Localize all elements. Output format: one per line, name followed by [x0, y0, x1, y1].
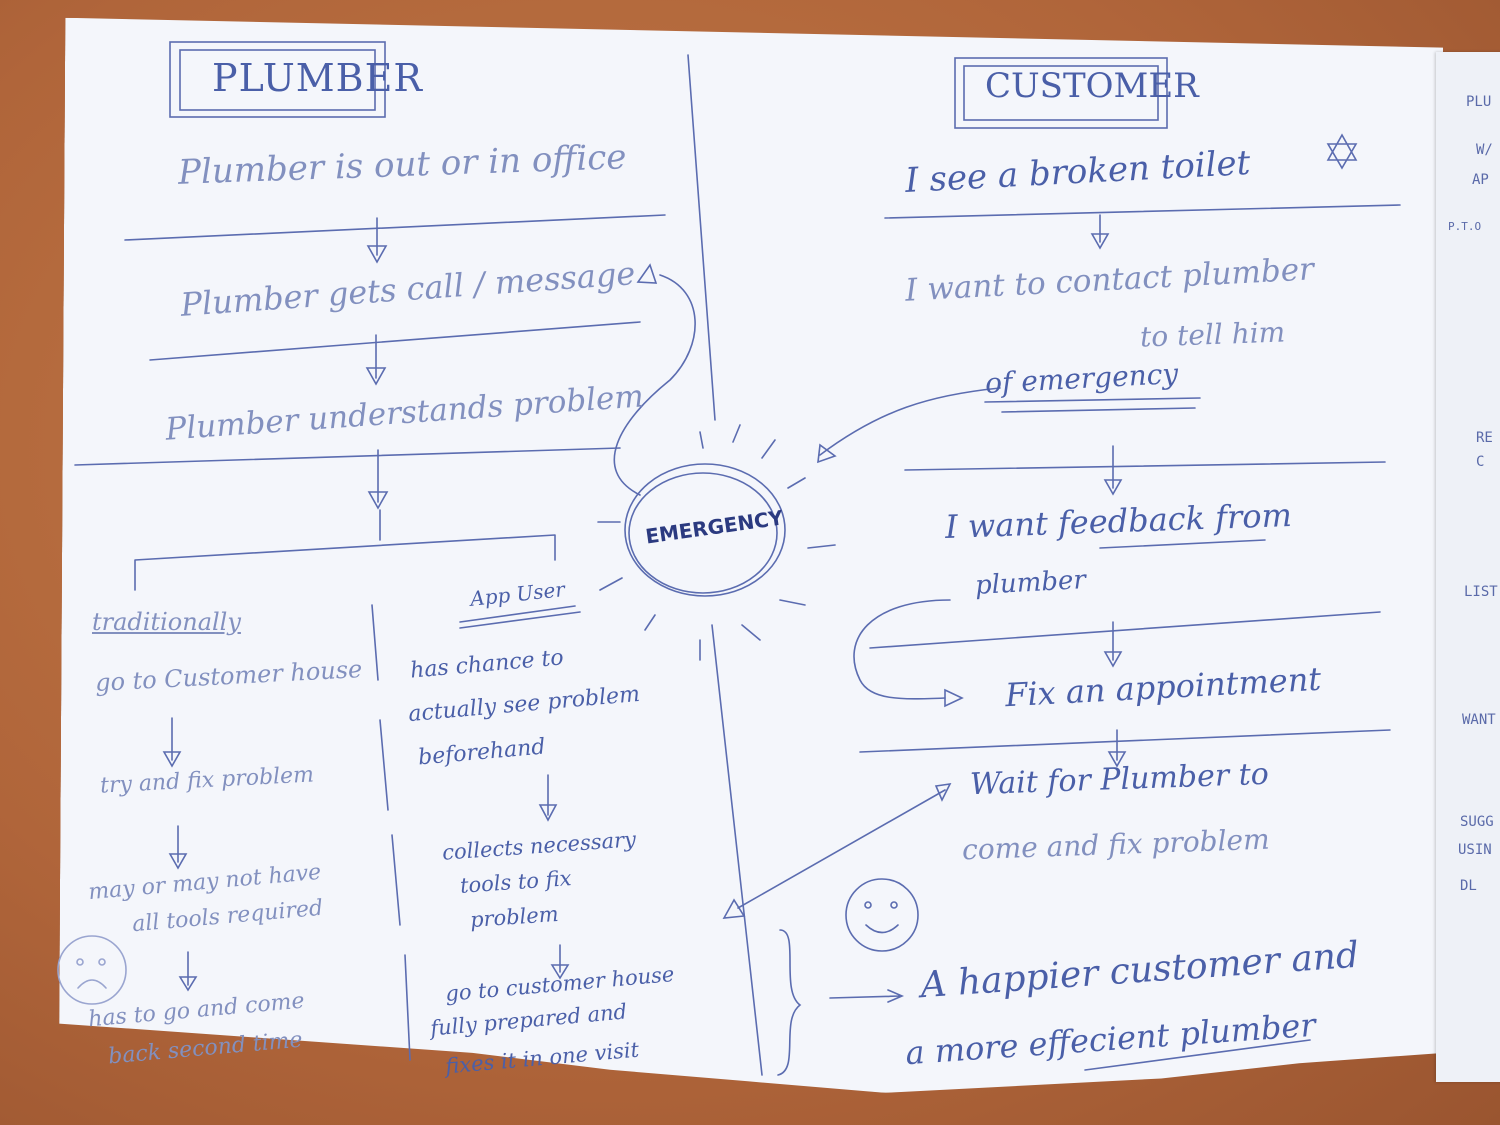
down-arrow-icon [1107, 729, 1127, 768]
down-arrow-icon [168, 825, 188, 870]
customer-step: to tell him [1139, 315, 1286, 354]
down-arrow-icon [550, 944, 570, 980]
second-sheet-text: SUGG [1460, 814, 1494, 830]
customer-title: CUSTOMER [985, 66, 1199, 106]
down-arrow-icon [1090, 214, 1110, 250]
customer-step: plumber [974, 565, 1087, 601]
second-sheet-text: C [1476, 454, 1485, 470]
arrow-head-icon [934, 782, 952, 802]
second-sheet-text: WANT [1462, 712, 1496, 728]
second-sheet-text: RE [1476, 430, 1493, 446]
down-arrow-icon [538, 774, 558, 822]
down-arrow-icon [162, 717, 182, 768]
plumber-title: PLUMBER [212, 56, 423, 100]
arrow-head-icon [944, 688, 964, 708]
second-sheet-text: USIN [1458, 842, 1492, 858]
down-arrow-icon [366, 217, 388, 264]
traditionally-label: traditionally [92, 608, 241, 636]
second-sketch-sheet: PLU W/ AP P.T.O RE C LIST WANT SUGG USIN… [1436, 52, 1500, 1082]
second-sheet-text: P.T.O [1448, 220, 1482, 233]
arrow-head-icon [722, 898, 746, 919]
second-sheet-text: PLU [1466, 94, 1492, 110]
arrow-head-icon [636, 263, 658, 284]
second-sheet-text: DL [1460, 878, 1477, 894]
second-sheet-text: AP [1472, 172, 1489, 188]
center-divider-top [687, 54, 716, 421]
down-arrow-icon [1103, 445, 1123, 496]
center-divider-bottom [711, 624, 763, 1076]
down-arrow-icon [367, 449, 389, 510]
down-arrow-icon [365, 334, 387, 386]
down-arrow-icon [178, 951, 198, 992]
down-arrow-icon [1103, 621, 1123, 668]
arrow-head-icon [817, 443, 837, 464]
second-sheet-text: W/ [1476, 142, 1493, 158]
second-sheet-text: LIST [1464, 584, 1498, 600]
